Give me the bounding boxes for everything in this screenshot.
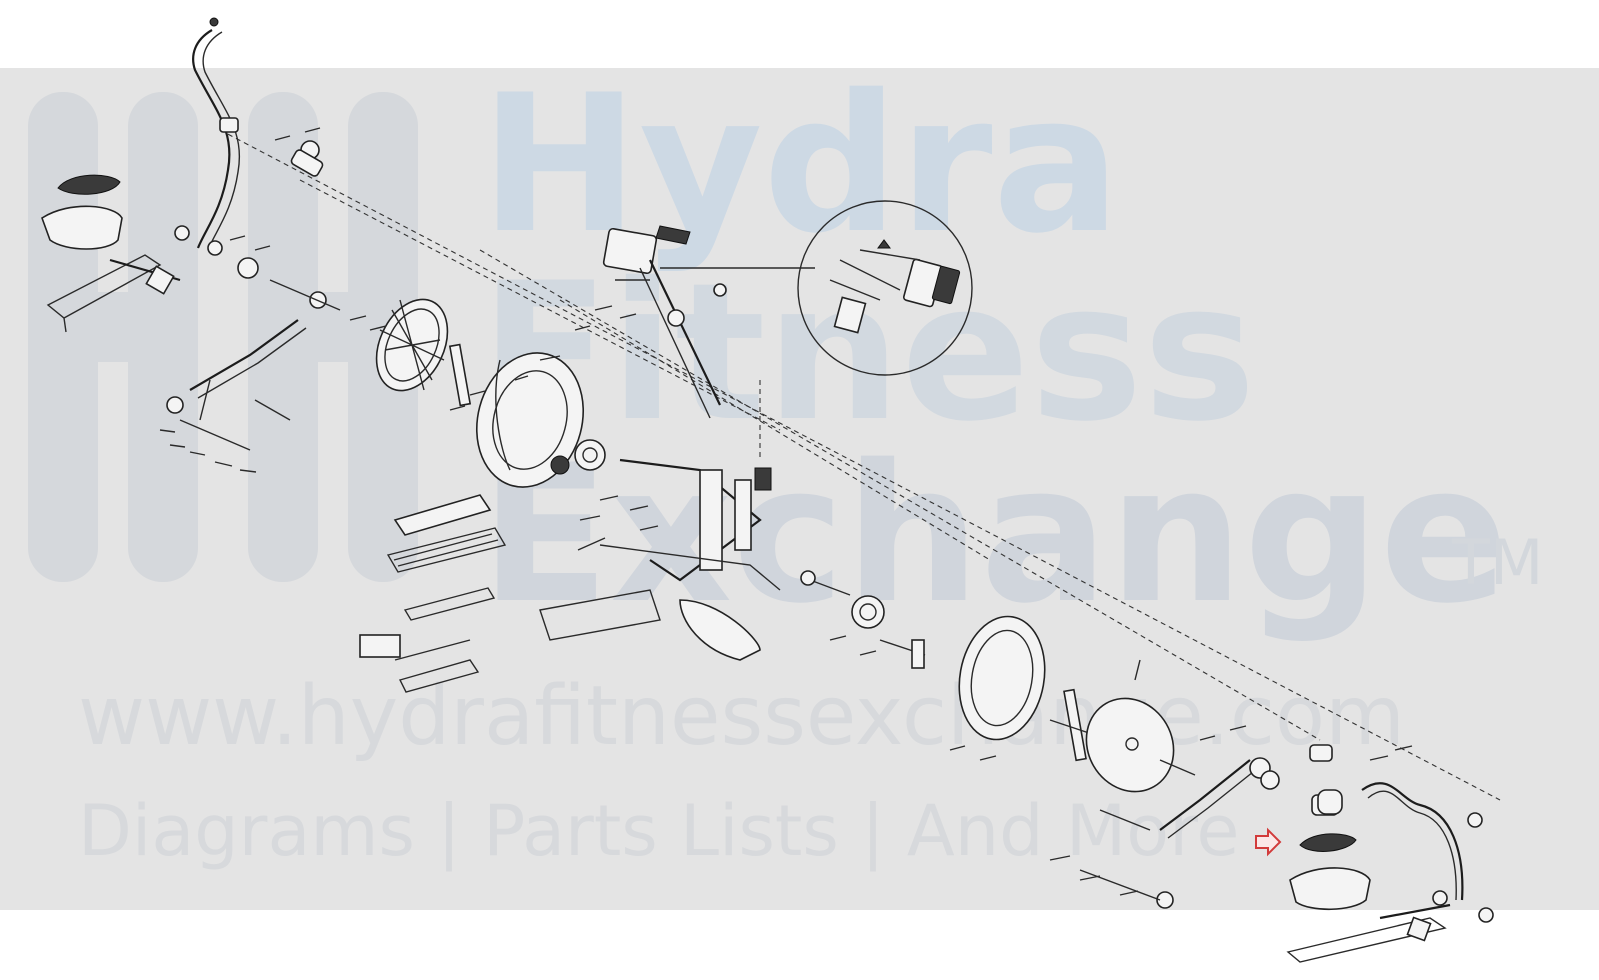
rear-fan-cover (375, 298, 472, 407)
left-pedal (41, 174, 181, 333)
right-rollers (1260, 744, 1343, 815)
front-flywheel (1085, 659, 1196, 793)
console-assembly (602, 225, 815, 419)
center-frame (599, 458, 781, 591)
right-arrow-icon (1255, 827, 1282, 857)
watermark-tagline: Diagrams | Parts Lists | And More (78, 790, 1240, 872)
watermark-trademark: TM (1452, 526, 1544, 599)
watermark-brand-hydra: Hydra (480, 54, 1121, 275)
right-pedal (1286, 833, 1494, 963)
console-detail-callout (797, 200, 973, 376)
watermark-brand-fitness: Fitness (480, 242, 1257, 463)
watermark-brand-exchange: Exchange (480, 424, 1509, 645)
base-rail (539, 537, 761, 661)
left-crank-arm (166, 319, 307, 451)
upper-linkage (174, 140, 341, 311)
rail-covers (359, 494, 507, 693)
left-handlebar (192, 17, 241, 251)
main-shroud (475, 352, 606, 488)
watermark-url: www.hydrafitnessexchange.com (78, 669, 1405, 764)
hardware-ticks (159, 127, 1413, 896)
drive-pulley (800, 570, 926, 669)
